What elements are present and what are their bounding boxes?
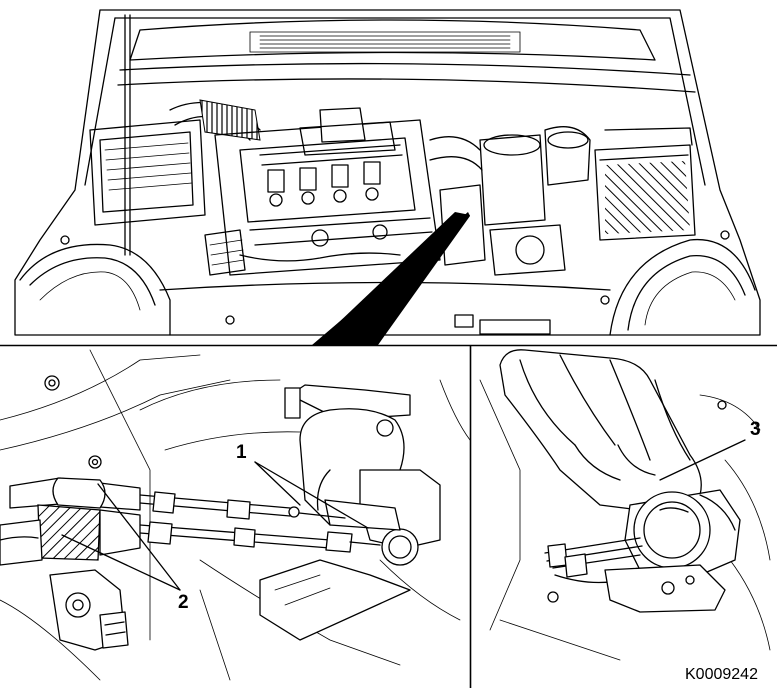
callout-3: 3 [750,419,761,440]
shift-cable-detail-view [0,349,471,681]
callout-1: 1 [236,442,247,463]
document-id: K0009242 [685,666,758,683]
lever-detail-view [479,349,771,661]
callout-2: 2 [178,592,189,613]
engine-bay-view [14,9,761,345]
